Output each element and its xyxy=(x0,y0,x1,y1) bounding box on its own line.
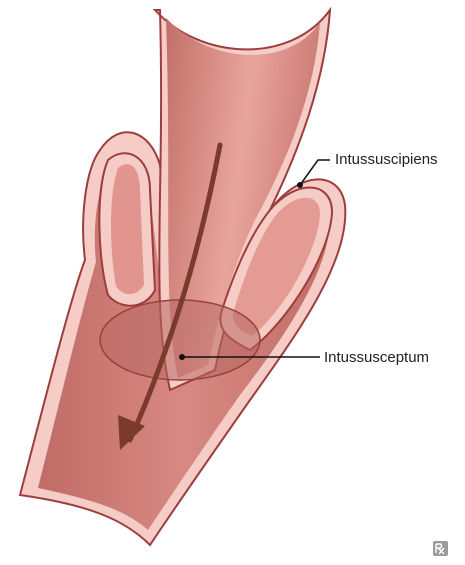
intussusceptum-label: Intussusceptum xyxy=(324,349,429,366)
rx-logo-icon xyxy=(433,541,448,556)
rx-logo-glyph xyxy=(433,541,448,556)
intussuscipiens-label: Intussuscipiens xyxy=(335,151,438,168)
intussusceptum-leader-dot xyxy=(179,354,185,360)
left-inner-fold-lumen xyxy=(111,164,144,294)
intussuscipiens-leader-dot xyxy=(297,182,303,188)
